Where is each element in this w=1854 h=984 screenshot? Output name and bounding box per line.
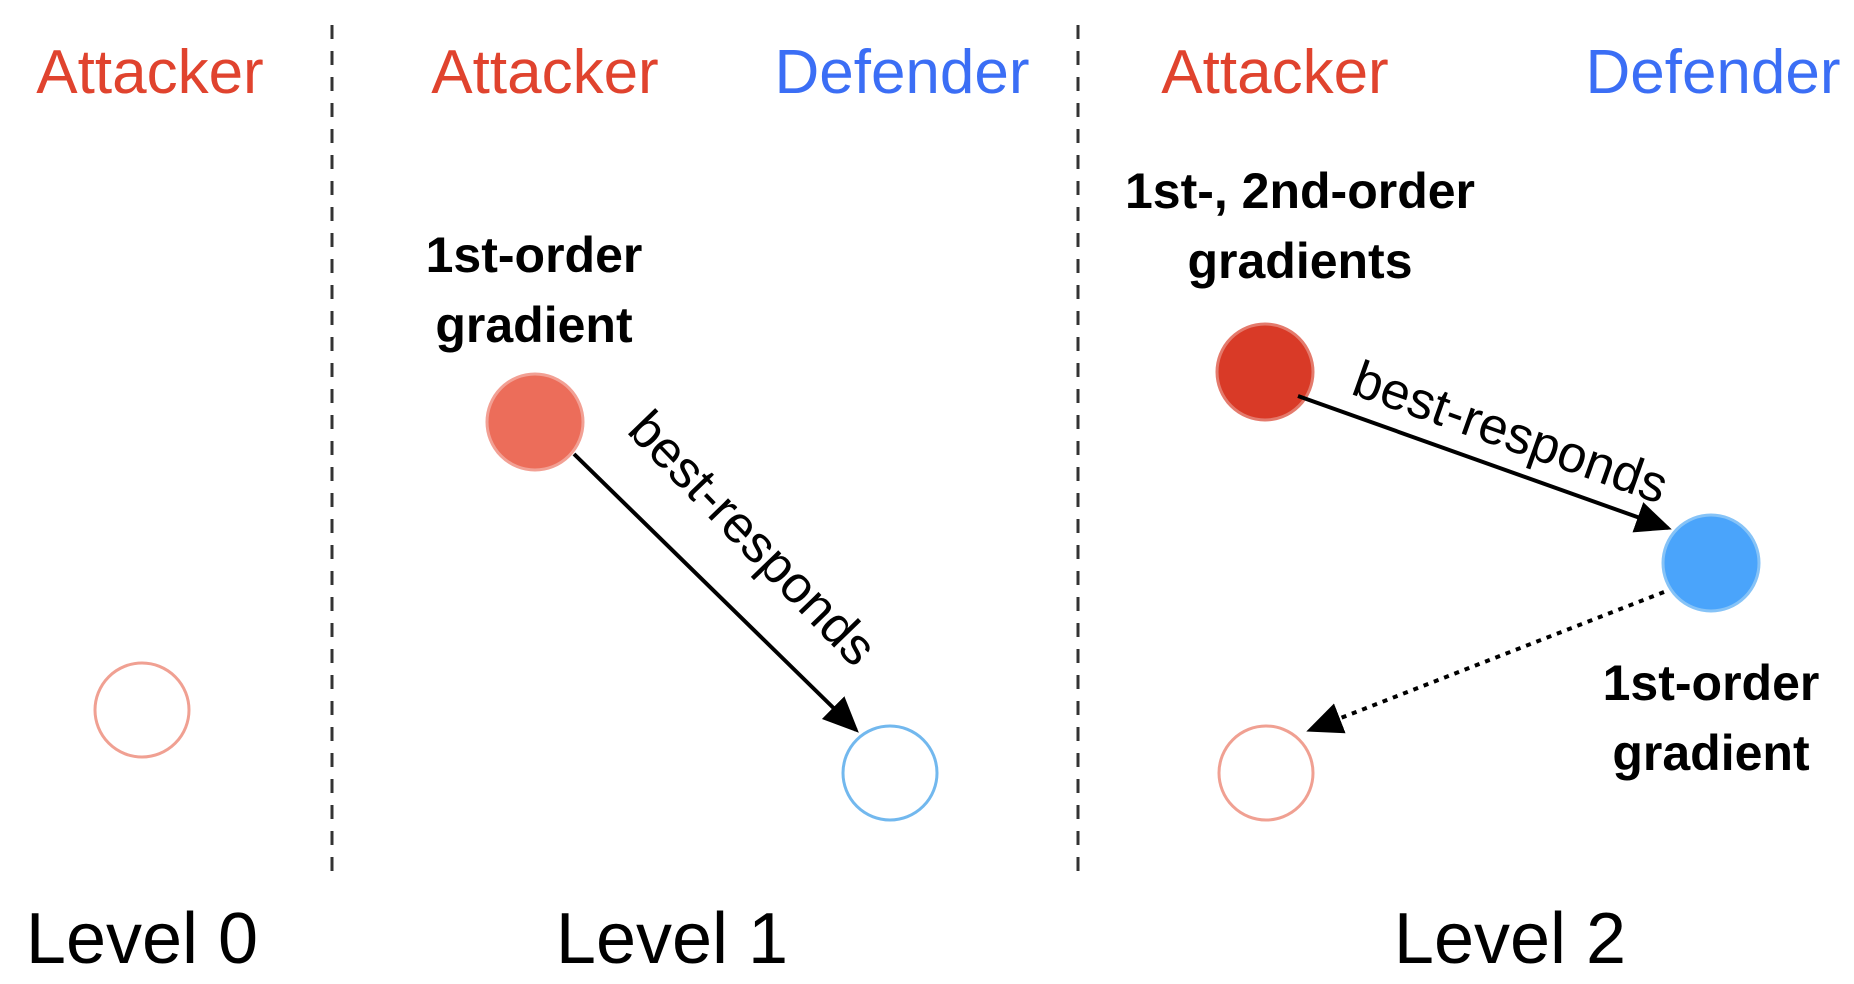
panel1-attacker-label: Attacker <box>431 38 658 107</box>
panel1-attacker-note-line2: gradient <box>435 297 633 353</box>
panel2-attacker-note-line1: 1st-, 2nd-order <box>1125 163 1475 219</box>
panel0-level-label: Level 0 <box>26 899 258 979</box>
panel2-defender-node <box>1661 513 1761 613</box>
panel1-attacker-note-line1: 1st-order <box>426 227 643 283</box>
panel0-attacker-label: Attacker <box>36 38 263 107</box>
panel2-level-label: Level 2 <box>1394 899 1626 979</box>
panel2-attacker-label: Attacker <box>1161 38 1388 107</box>
panel1-defender-label: Defender <box>774 38 1029 107</box>
panel0-attacker-node <box>93 661 191 759</box>
panel2-attacker-note-line2: gradients <box>1187 233 1412 289</box>
panel1-best-responds-arrow <box>572 452 859 733</box>
panel1-level-label: Level 1 <box>556 899 788 979</box>
panel1-defender-node <box>841 724 939 822</box>
panel2-defender-note-line1: 1st-order <box>1603 655 1820 711</box>
panel2-edge-label: best-responds <box>1345 350 1675 515</box>
panel2-attacker-node <box>1215 322 1315 422</box>
panel2-dotted-arrow <box>1306 590 1665 734</box>
panel2-best-responds-arrow <box>1297 394 1672 533</box>
panel2-defender-note-line2: gradient <box>1612 725 1810 781</box>
panel2-defender-label: Defender <box>1585 38 1840 107</box>
panel1-attacker-node <box>485 372 585 472</box>
panel2-attacker-outline-node <box>1217 724 1315 822</box>
